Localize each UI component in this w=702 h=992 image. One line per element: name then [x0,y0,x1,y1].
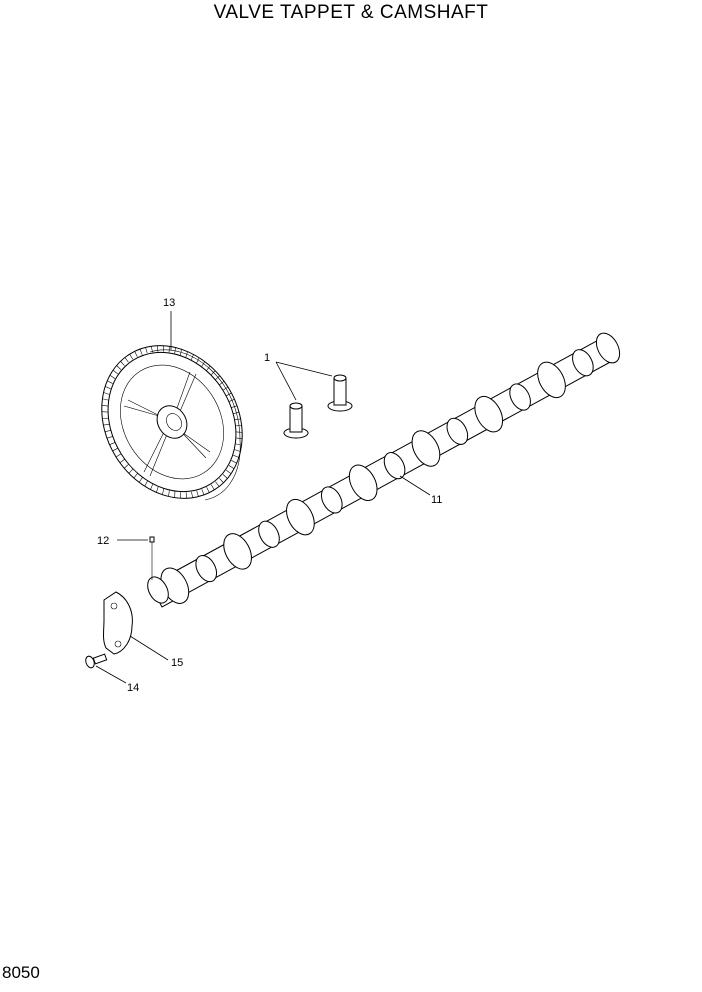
callout-11: 11 [431,494,442,506]
callout-1: 1 [264,352,270,364]
woodruff-key [149,536,155,580]
callout-15: 15 [171,657,183,669]
cam-gear [101,345,243,501]
page-number: 8050 [2,963,40,982]
leader-14 [95,665,127,684]
bolt [85,653,108,669]
leader-15 [129,635,169,661]
callout-12: 12 [97,535,109,547]
leader-11 [399,475,431,496]
thrust-plate [103,591,133,655]
camshaft [147,332,621,608]
tappet-right [327,374,353,412]
page-title: VALVE TAPPET & CAMSHAFT [213,2,489,23]
leader-1 [275,361,333,401]
cam-lobes [160,349,594,604]
tappet-left [283,402,309,439]
callout-14: 14 [127,682,139,694]
callout-13: 13 [163,297,175,309]
